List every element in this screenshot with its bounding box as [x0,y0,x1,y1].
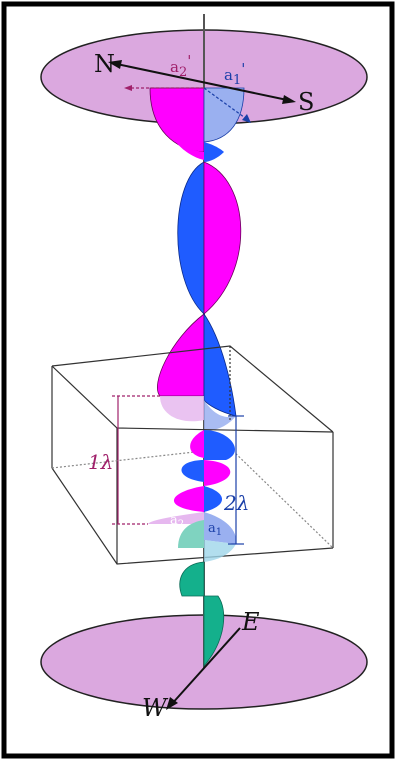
lower-teal-lobe-1 [179,561,205,597]
a2-top-arrowhead [124,85,132,91]
north-label: N [94,50,115,78]
a1-top-arrowhead [242,114,251,123]
box-light-blue [204,512,237,544]
box-magenta-lobe-2 [204,460,231,486]
a1-top-label: a1' [224,60,245,88]
two-lambda-label: 2λ [223,491,249,515]
upper-magenta-lobe [203,161,242,315]
a2-bottom-label: a2 [170,513,184,530]
box-blue-lobe-2 [181,460,204,482]
north-arrowhead [108,60,122,69]
box-magenta-lobe-3 [173,486,204,512]
south-arrowhead [282,95,296,104]
two-lambda-bracket [228,415,244,545]
box-light-magenta [148,512,204,524]
one-lambda-label: 1λ [88,450,113,474]
a2-top-label: a2' [170,52,191,80]
box-blue-lobe-3 [204,486,223,512]
one-lambda-bracket [112,395,160,525]
a1-top-arrow [203,87,249,121]
box-magenta-lobe-1 [190,430,204,458]
ew-axis [169,627,241,707]
west-arrowhead [166,697,178,710]
box-blue-lobe-1 [204,430,235,460]
mid-light-blue [204,400,236,431]
lower-teal-lobe-2 [203,595,225,668]
box-teal-light [178,520,204,548]
mid-light-magenta [160,396,204,422]
upper-blue-lobe [177,161,205,315]
ns-axis [111,62,293,102]
box-teal-fill [204,540,236,562]
a1-bottom-label: a1 [208,521,222,538]
west-label: W [142,694,169,722]
crystal-box [51,345,334,565]
top-blue-tail [204,142,224,162]
top-magenta-tail [176,142,204,160]
east-label: E [241,608,260,636]
south-label: S [298,88,314,116]
